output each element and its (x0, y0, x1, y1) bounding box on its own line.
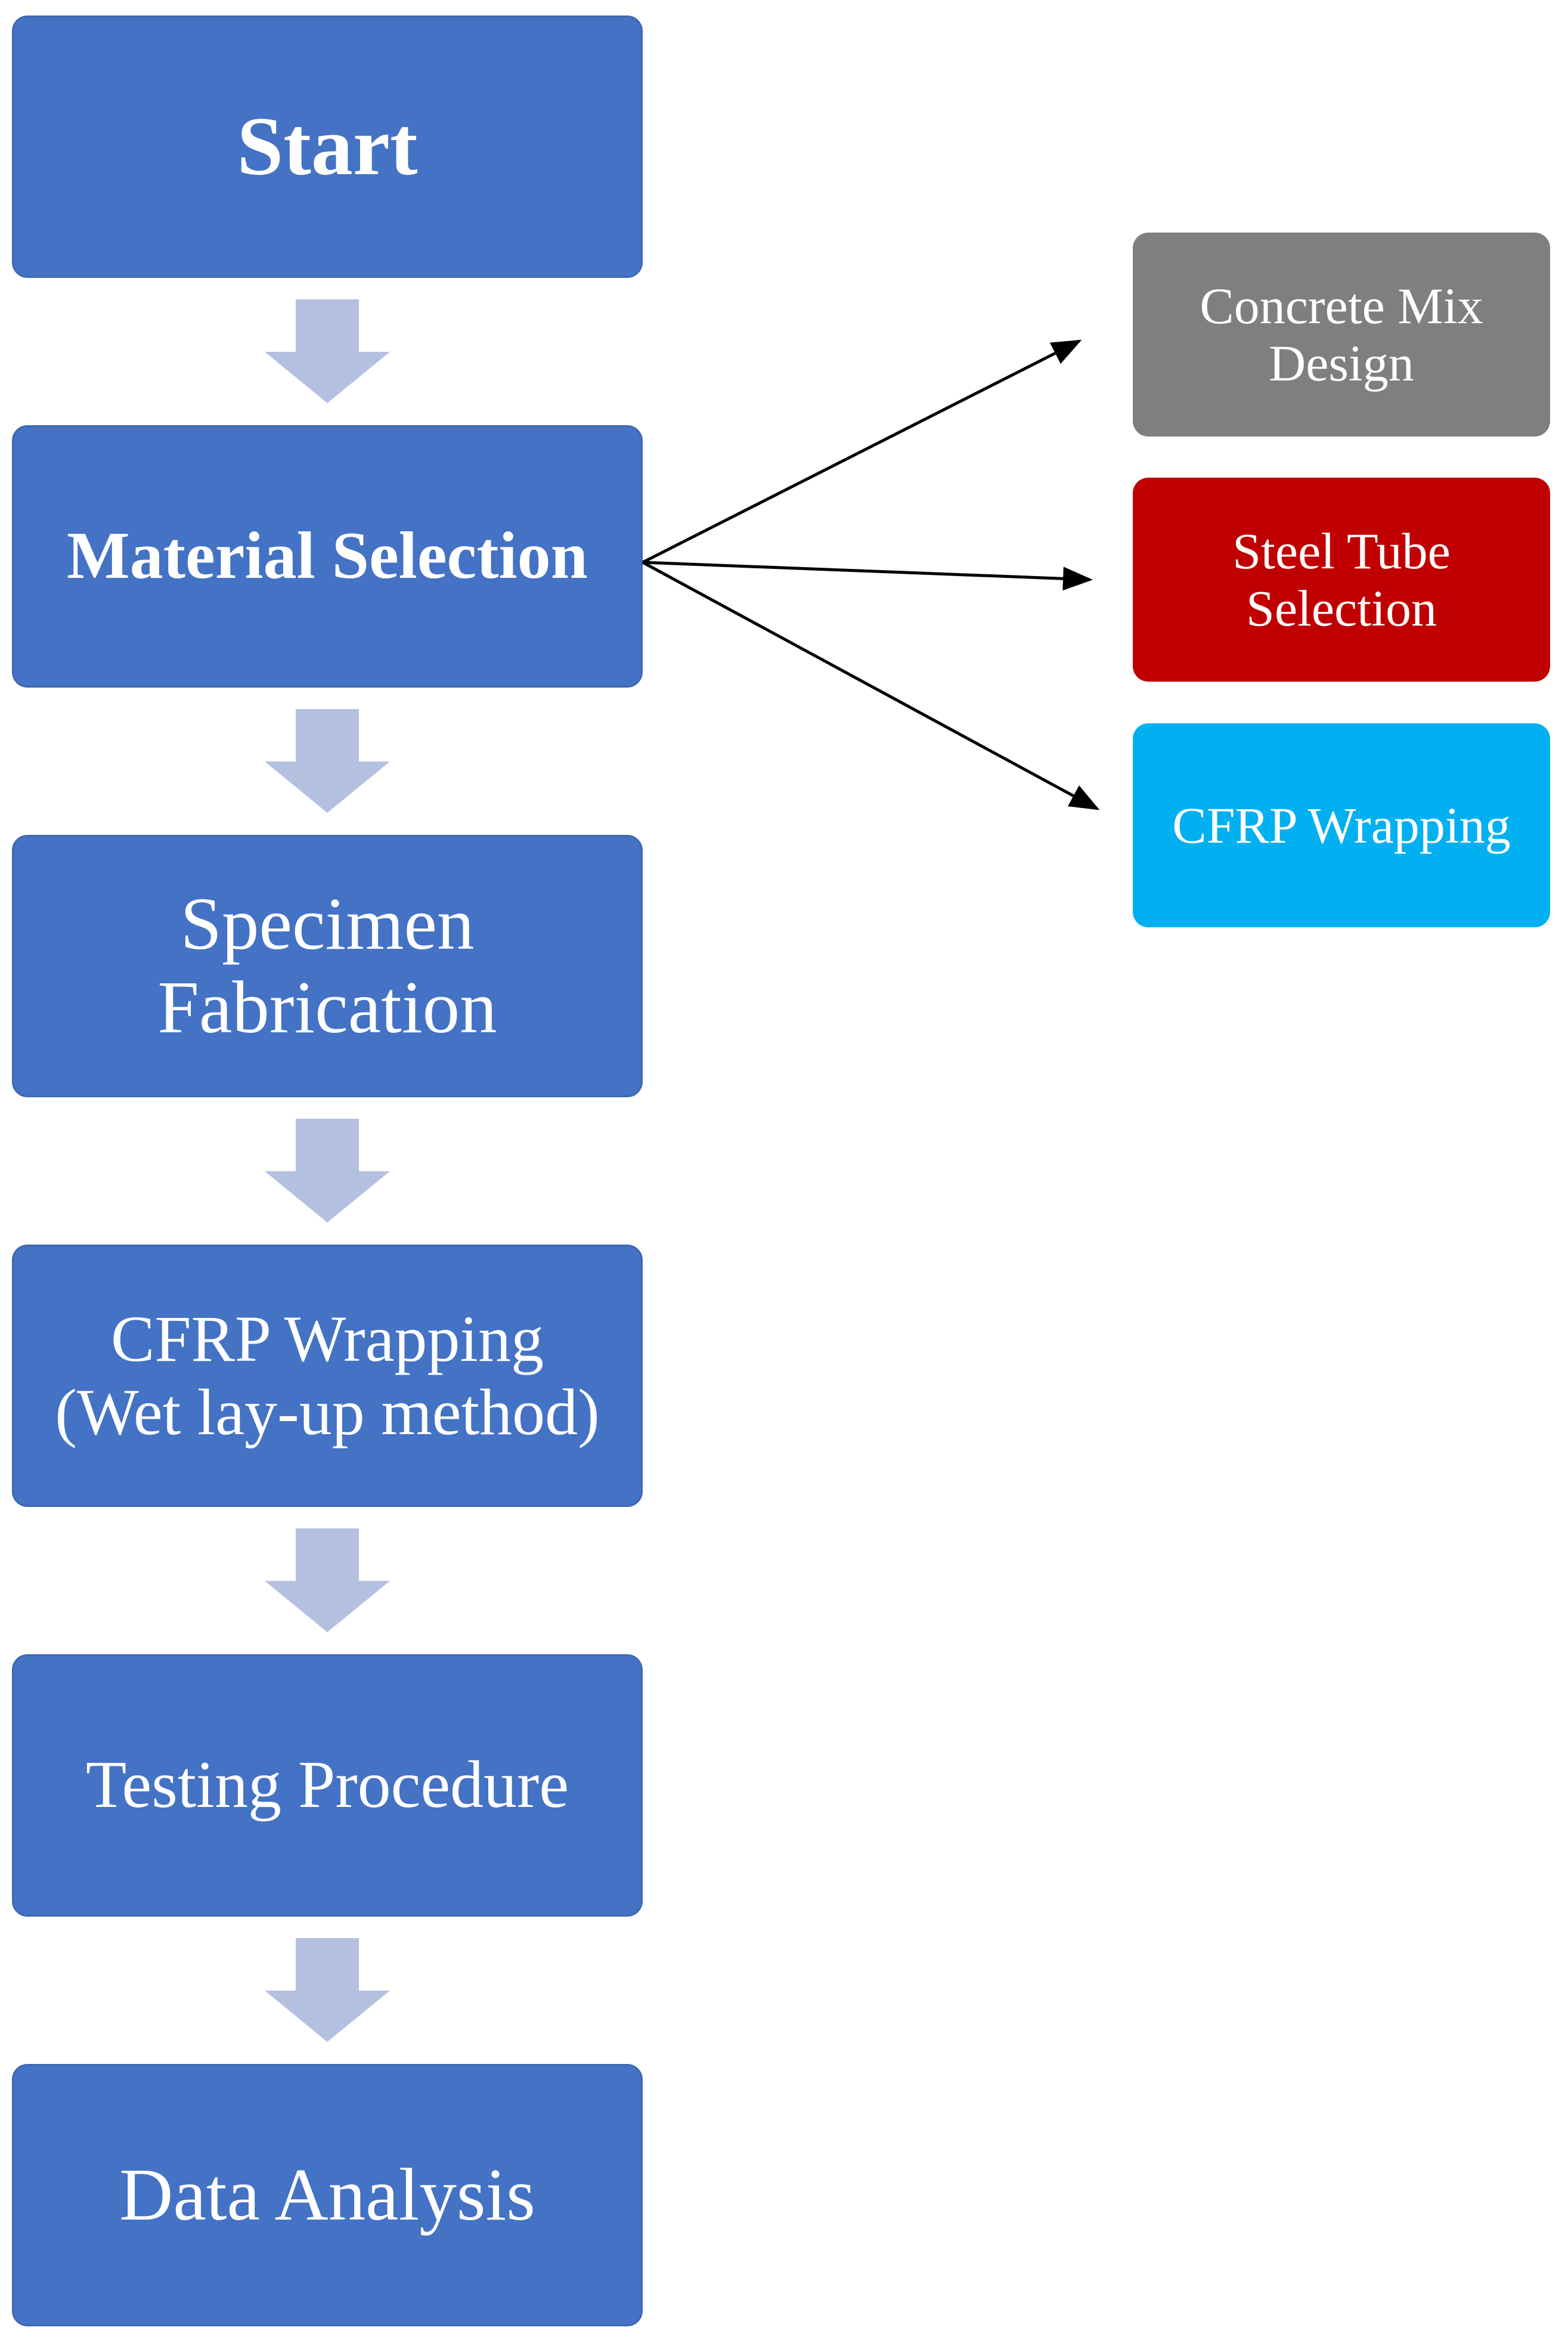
material-cfrp-wrapping: CFRP Wrapping (1133, 723, 1550, 927)
flow-arrow-1 (265, 299, 390, 403)
step-cfrp-wrapping-wet-layup: CFRP Wrapping (Wet lay-up method) (12, 1245, 643, 1507)
connector-to-concrete-mix (642, 339, 1082, 564)
flow-arrow-5 (265, 1938, 390, 2042)
step-testing-procedure: Testing Procedure (12, 1654, 643, 1917)
material-concrete-mix-design: Concrete Mix Design (1133, 233, 1550, 437)
connector-to-steel-tube (642, 561, 1093, 591)
flow-arrow-2 (265, 709, 390, 813)
flow-arrow-3 (265, 1119, 390, 1223)
step-specimen-fabrication: Specimen Fabrication (12, 835, 643, 1097)
step-data-analysis: Data Analysis (12, 2064, 643, 2326)
connector-to-cfrp-wrapping (642, 561, 1100, 810)
step-start: Start (12, 16, 643, 278)
flow-arrow-4 (265, 1528, 390, 1632)
material-steel-tube-selection: Steel Tube Selection (1133, 478, 1550, 682)
step-material-selection: Material Selection (12, 425, 643, 688)
